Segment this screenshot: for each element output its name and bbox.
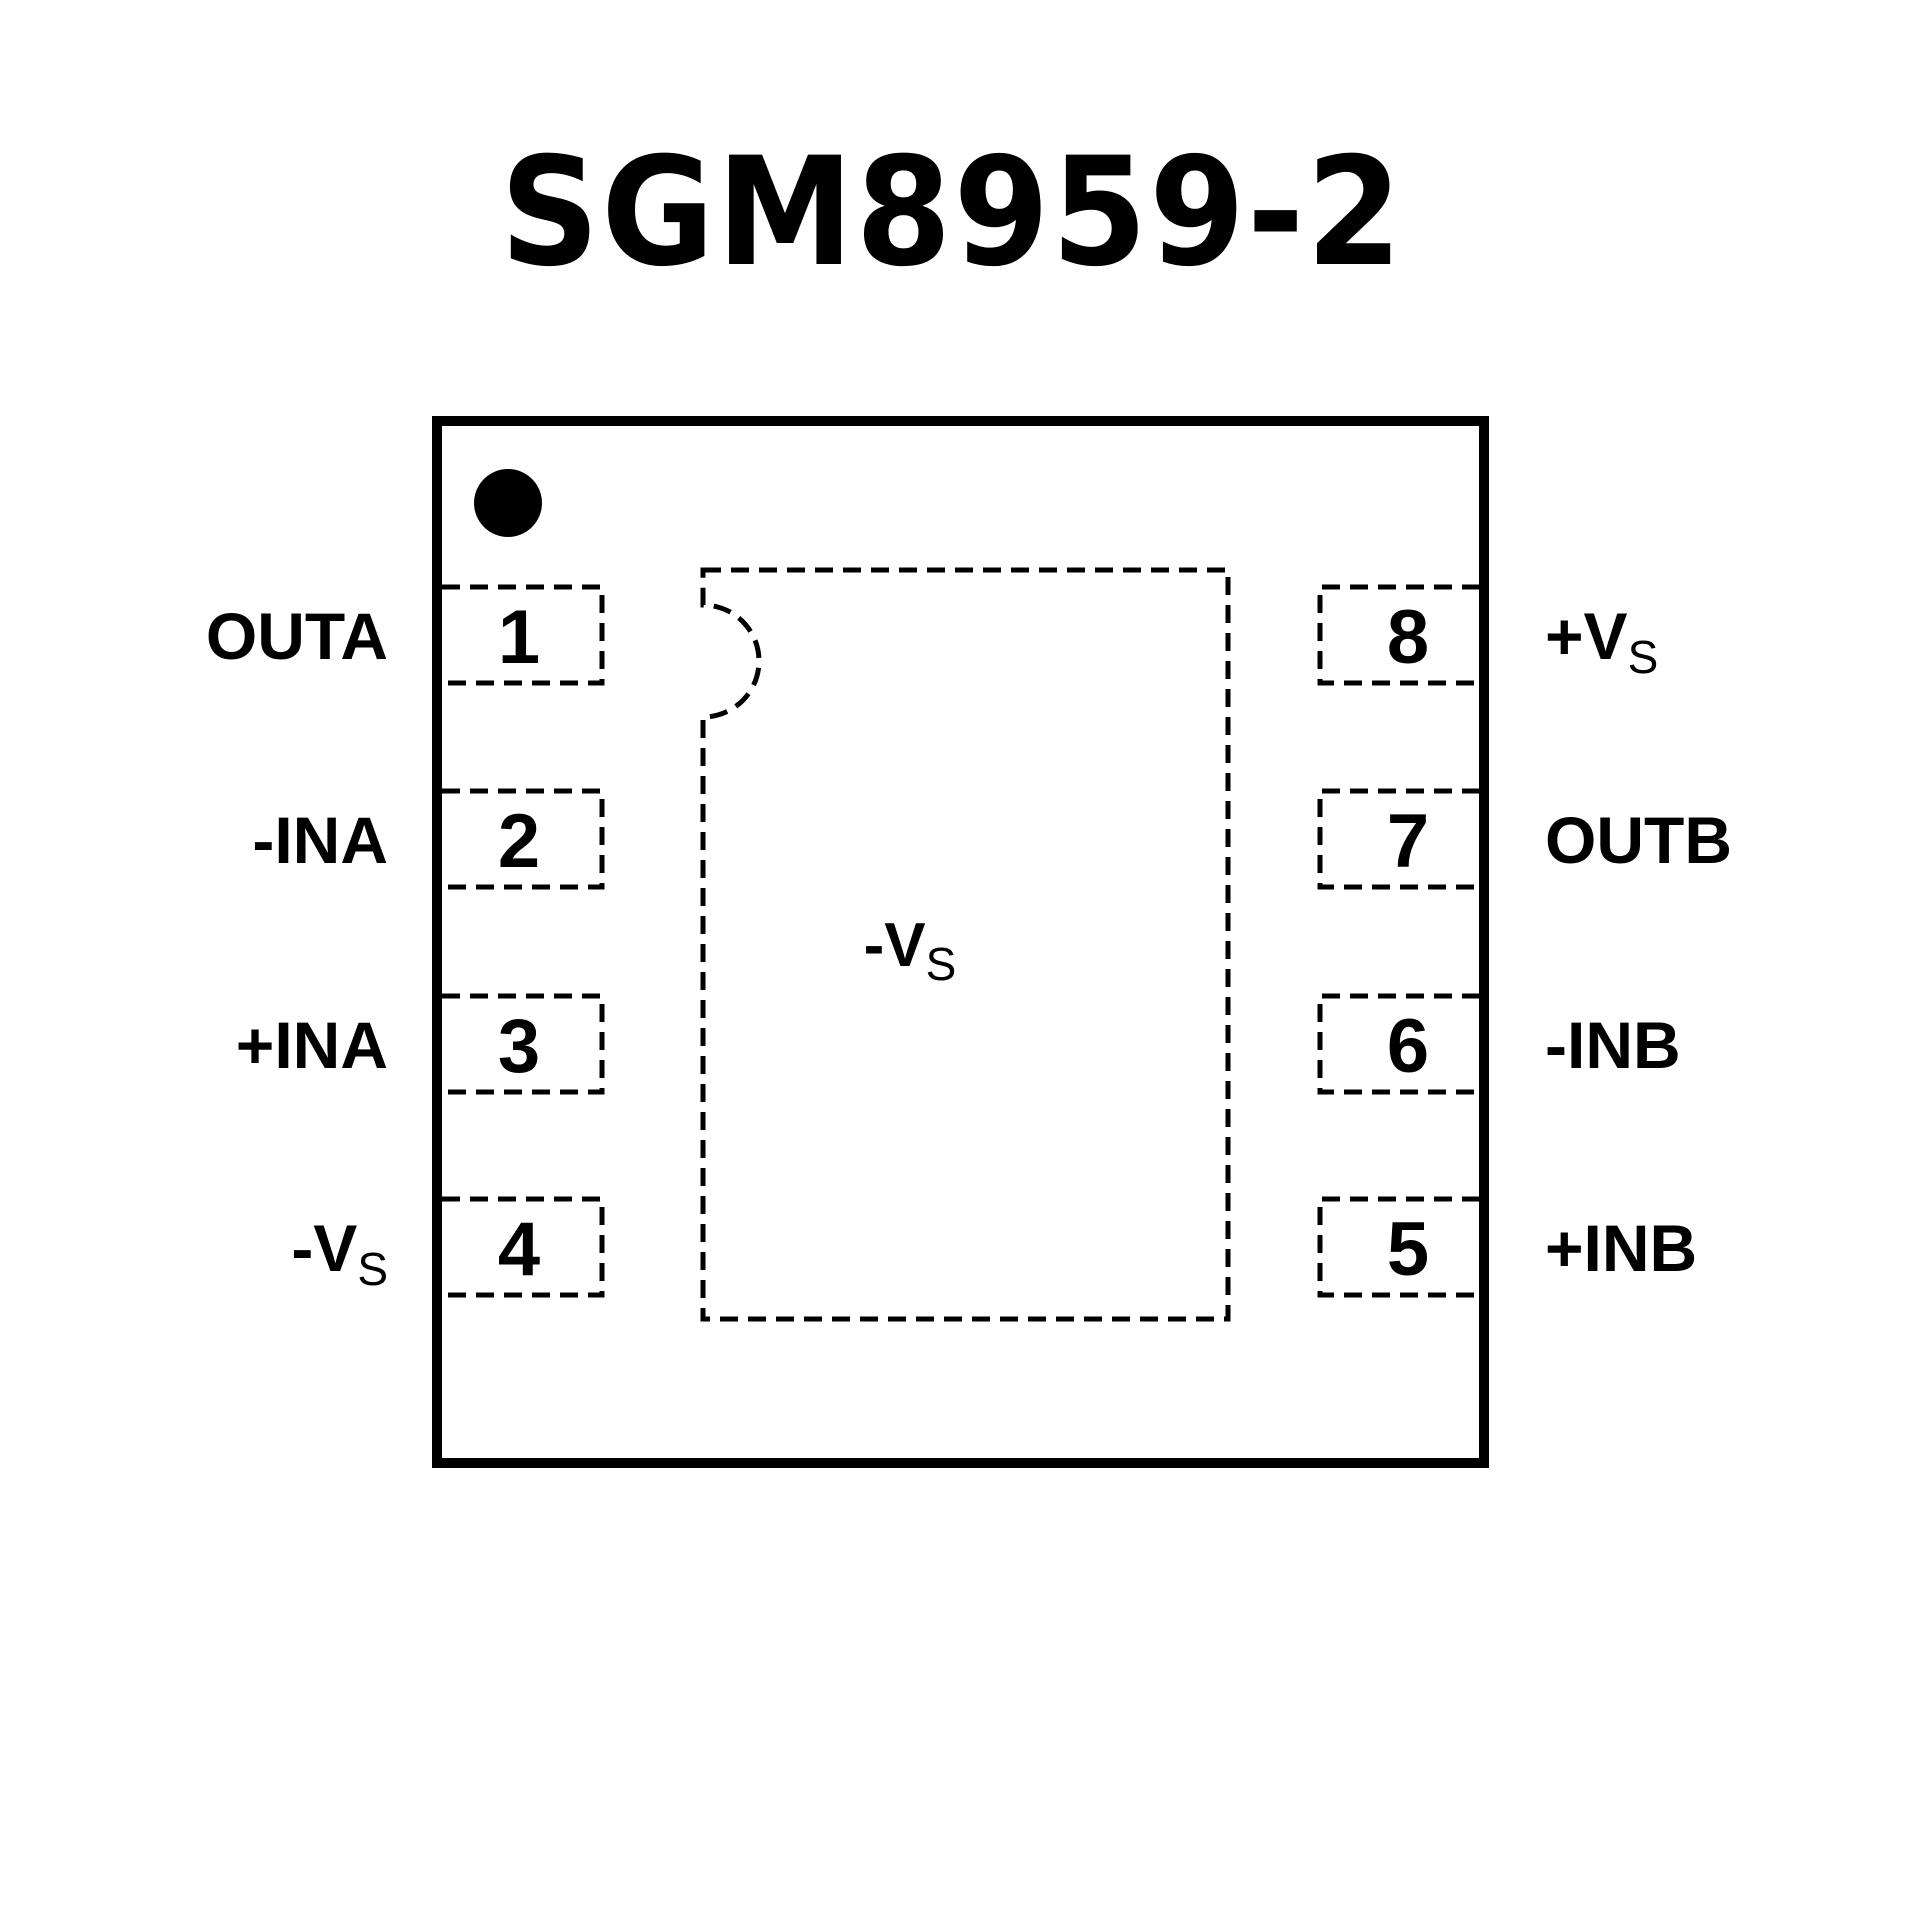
chip-title: SGM8959-2	[500, 126, 1404, 300]
pin-number: 6	[1387, 1004, 1429, 1089]
pin-name: -VS	[291, 1211, 388, 1295]
pin-number: 5	[1387, 1207, 1429, 1292]
pin-number: 3	[498, 1004, 540, 1089]
pin-name: OUTA	[206, 599, 388, 673]
pin-pad-outline	[442, 584, 605, 686]
pin-1: 1 OUTA	[206, 584, 605, 686]
pin-4: 4 -VS	[291, 1196, 605, 1298]
pin-pad-outline	[442, 788, 605, 890]
pin-name: +INB	[1545, 1211, 1697, 1285]
pin-number: 8	[1387, 595, 1429, 680]
left-pin-column: 1 OUTA 2 -INA 3 +INA 4 -VS	[206, 584, 605, 1298]
right-pin-column: 8 +VS 7 OUTB 6 -INB 5 +INB	[1317, 584, 1732, 1298]
package-outline	[432, 416, 1489, 1468]
pin-number: 1	[498, 595, 540, 680]
thermal-pad-label: -VS	[864, 911, 957, 990]
pin-name: +VS	[1545, 599, 1658, 683]
pin-pad-outline	[442, 993, 605, 1095]
pin-3: 3 +INA	[236, 993, 605, 1095]
pin-name: +INA	[236, 1008, 388, 1082]
pin-name: -INA	[252, 803, 388, 877]
pin-pad-outline	[1317, 993, 1480, 1095]
pin-name: -INB	[1545, 1008, 1681, 1082]
pin-2: 2 -INA	[252, 788, 605, 890]
pin-8: 8 +VS	[1317, 584, 1658, 686]
pin-pad-outline	[1317, 788, 1480, 890]
pin-number: 4	[498, 1207, 540, 1292]
pin-7: 7 OUTB	[1317, 788, 1732, 890]
pin1-marker-dot	[474, 469, 542, 537]
pin-6: 6 -INB	[1317, 993, 1681, 1095]
pin-pad-outline	[1317, 584, 1480, 686]
pin-number: 7	[1387, 799, 1429, 884]
pin-name: OUTB	[1545, 803, 1732, 877]
thermal-pad-outline	[700, 567, 1231, 1322]
pin-number: 2	[498, 799, 540, 884]
pin-pad-outline	[1317, 1196, 1480, 1298]
pin-5: 5 +INB	[1317, 1196, 1697, 1298]
pin-pad-outline	[442, 1196, 605, 1298]
